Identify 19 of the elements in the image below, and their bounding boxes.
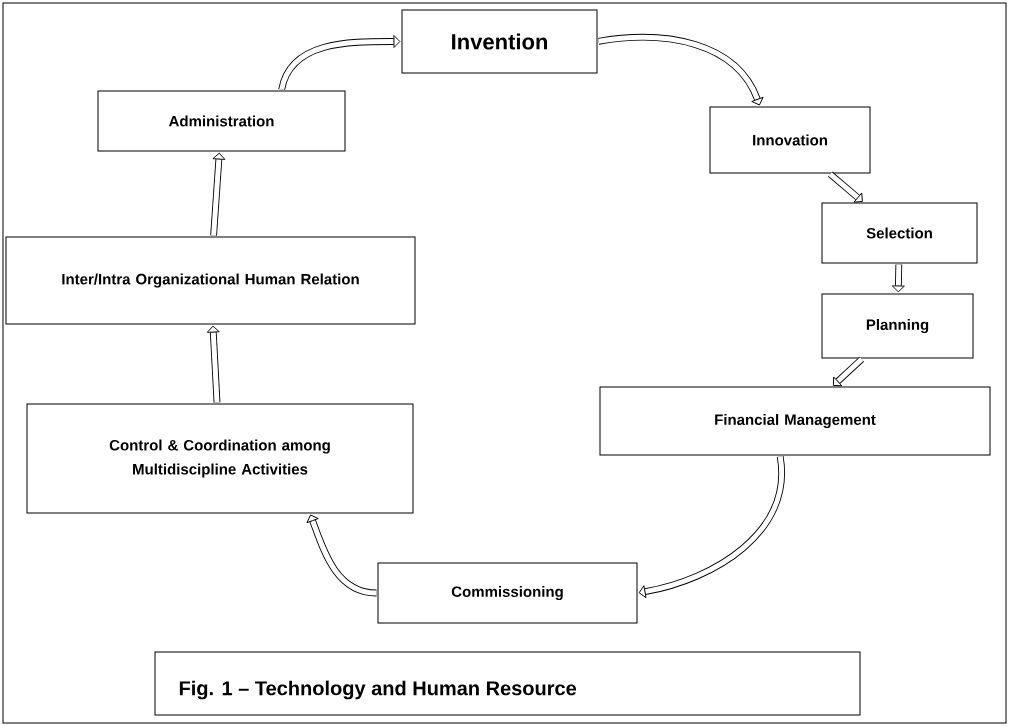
block-arrow bbox=[638, 456, 785, 599]
process-box: Administration bbox=[97, 90, 346, 152]
process-box: Innovation bbox=[709, 106, 871, 174]
process-box: Selection bbox=[821, 202, 978, 264]
process-box: Planning bbox=[821, 293, 974, 359]
block-arrow bbox=[210, 152, 226, 236]
block-arrow bbox=[891, 264, 905, 293]
process-box: Control & Coordination among Multidiscipline Activities bbox=[26, 403, 414, 514]
process-box: Invention bbox=[401, 9, 598, 74]
process-box: Inter/Intra Organizational Human Relation bbox=[5, 236, 416, 325]
block-arrow bbox=[832, 356, 864, 387]
caption-box: Fig. 1 – Technology and Human Resource bbox=[154, 651, 861, 716]
block-arrow bbox=[598, 34, 764, 106]
block-arrow bbox=[828, 171, 863, 203]
process-box: Financial Management bbox=[599, 386, 991, 456]
process-box: Commissioning bbox=[377, 562, 638, 624]
block-arrow bbox=[206, 325, 221, 403]
block-arrow bbox=[306, 514, 377, 597]
block-arrow bbox=[278, 35, 401, 91]
